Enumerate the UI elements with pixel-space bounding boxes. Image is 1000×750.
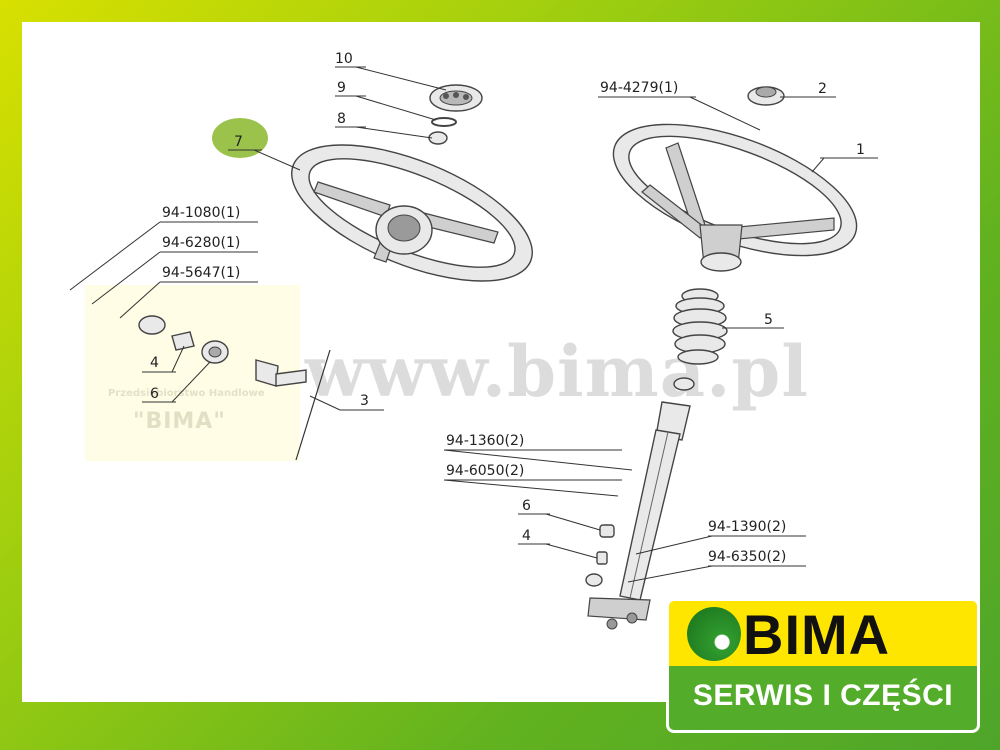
- logo-bottom-panel: SERWIS I CZĘŚCI: [666, 666, 980, 733]
- callout-94-6280: 94-6280(1): [162, 235, 240, 251]
- bima-logo[interactable]: BIMA SERWIS I CZĘŚCI: [666, 598, 980, 738]
- callout-94-4279: 94-4279(1): [600, 80, 678, 96]
- bushing-part-6-right[interactable]: [599, 524, 615, 538]
- washer-part-9[interactable]: [431, 117, 457, 127]
- callout-4-left: 4: [150, 355, 159, 371]
- pin-part-4-left[interactable]: [171, 331, 195, 351]
- hub-cap-part-10[interactable]: [429, 84, 483, 112]
- callout-3: 3: [360, 393, 369, 409]
- steering-column[interactable]: [585, 401, 691, 630]
- callout-94-6350: 94-6350(2): [708, 549, 786, 565]
- leader-lines: [69, 66, 878, 583]
- logo-brand-name: BIMA: [743, 603, 891, 666]
- callout-2: 2: [818, 81, 827, 97]
- pin-part-4-right[interactable]: [596, 551, 608, 565]
- callout-1: 1: [856, 142, 865, 158]
- callout-6-right: 6: [522, 498, 531, 514]
- bracket-part-3[interactable]: [255, 349, 331, 461]
- steering-parts-diagram: 10 9 8 7 94-4279(1) 2 1 5 94-1080(1) 94-…: [69, 51, 878, 630]
- bellows-part-5[interactable]: [672, 288, 728, 391]
- callout-4-right: 4: [522, 528, 531, 544]
- highlight-callout-7: [212, 118, 268, 158]
- ball-icon: [687, 607, 741, 661]
- logo-tagline: SERWIS I CZĘŚCI: [692, 679, 954, 712]
- stamp-company-text: Przedsiębiorstwo Handlowe: [108, 388, 265, 399]
- callout-6-left: 6: [150, 386, 159, 402]
- bushing-part-6-left[interactable]: [201, 340, 229, 364]
- diagram-canvas: Przedsiębiorstwo Handlowe "BIMA" www.bim…: [22, 22, 980, 702]
- callout-7: 7: [234, 134, 243, 150]
- stamp-name-text: "BIMA": [133, 409, 226, 434]
- steering-wheel-right[interactable]: [597, 97, 873, 282]
- cap-part-2[interactable]: [747, 86, 785, 106]
- bushing-part-left-top[interactable]: [138, 315, 166, 335]
- callout-94-1080: 94-1080(1): [162, 205, 240, 221]
- callout-8: 8: [337, 111, 346, 127]
- callout-94-6050: 94-6050(2): [446, 463, 524, 479]
- callout-94-1390: 94-1390(2): [708, 519, 786, 535]
- callout-94-5647: 94-5647(1): [162, 265, 240, 281]
- callout-94-1360: 94-1360(2): [446, 433, 524, 449]
- steering-wheel-left[interactable]: [274, 117, 550, 309]
- callout-5: 5: [764, 312, 773, 328]
- callout-10: 10: [335, 51, 353, 67]
- logo-top-panel: BIMA: [666, 598, 980, 669]
- callout-9: 9: [337, 80, 346, 96]
